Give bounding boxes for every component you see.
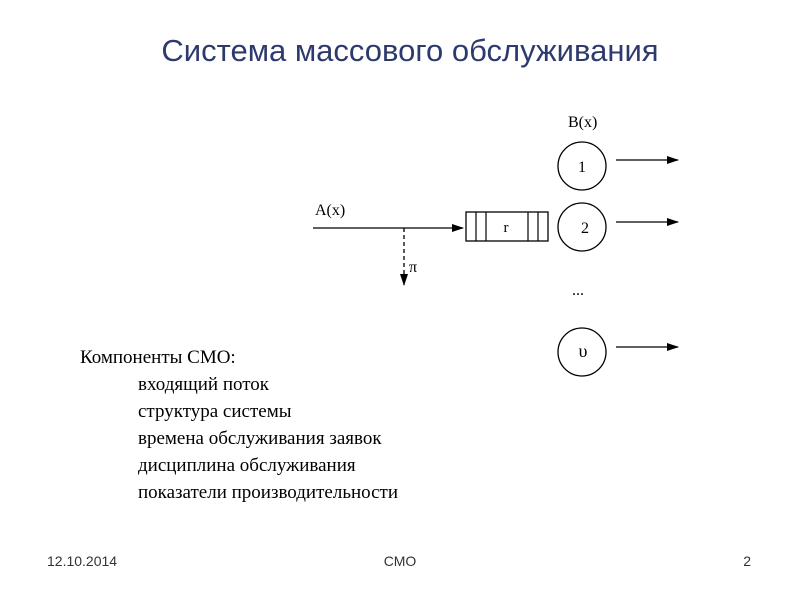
server-v-node (557, 327, 607, 377)
arrival-label: A(x) (315, 202, 345, 219)
components-heading: Компоненты СМО: (80, 347, 236, 368)
components-list: входящий поток структура системы времена… (80, 371, 398, 506)
server-v-label: υ (579, 341, 588, 361)
queue-buffer (465, 211, 549, 242)
component-item-performance-metrics: показатели производительности (138, 482, 399, 503)
slide-title: Система массового обслуживания (161, 33, 659, 68)
servers-ellipsis: ... (572, 282, 584, 299)
component-item-service-discipline: дисциплина обслуживания (138, 455, 356, 476)
components-list-block: Компоненты СМО: входящий поток структура… (80, 344, 398, 506)
server-1-node (557, 141, 607, 191)
footer-date: 12.10.2014 (47, 553, 118, 569)
component-item-incoming-flow: входящий поток (138, 374, 270, 395)
server-2-node (557, 202, 607, 252)
service-label: B(x) (568, 114, 597, 131)
server-1-label: 1 (578, 159, 586, 176)
footer-title: СМО (383, 553, 417, 569)
footer-page-number: 2 (743, 553, 751, 569)
queue-label: r (504, 220, 509, 236)
component-item-system-structure: структура системы (138, 401, 292, 422)
component-item-service-times: времена обслуживания заявок (138, 428, 382, 449)
server-2-label: 2 (581, 220, 589, 237)
loss-label: π (409, 259, 417, 276)
